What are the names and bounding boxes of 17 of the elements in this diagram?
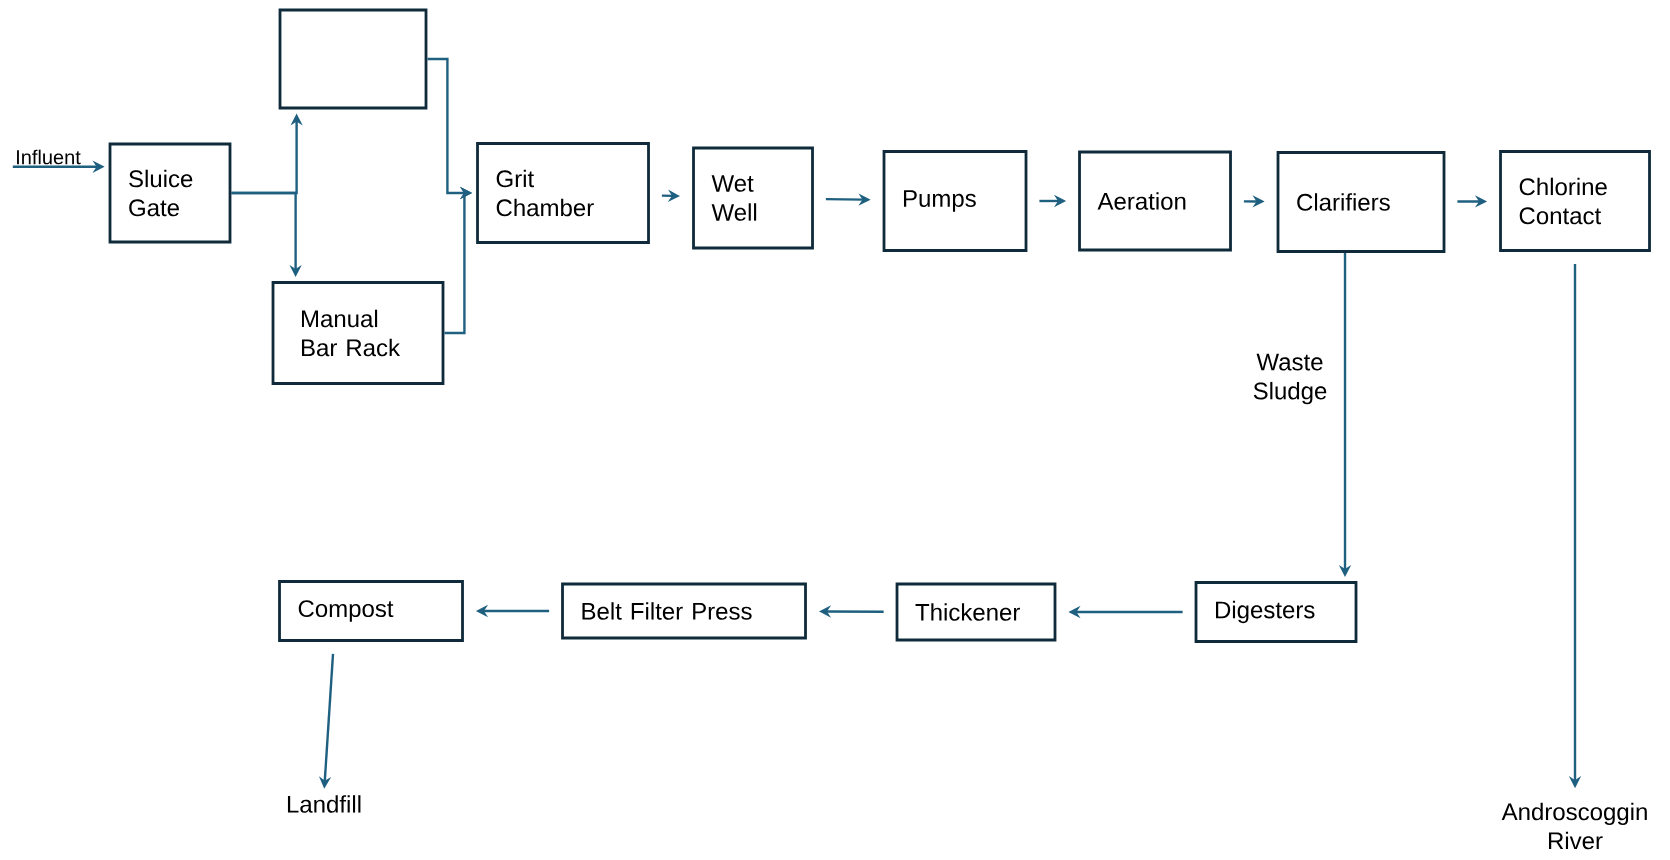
process-box [278,8,428,110]
process-box: Clarifiers [1276,151,1446,253]
process-box: Thickener [895,582,1057,642]
process-box: Aeration [1078,150,1232,252]
process-box: Wet Well [692,146,814,250]
process-box: Digesters [1194,581,1358,643]
process-box: Compost [278,580,464,642]
process-box: Sluice Gate [108,142,232,244]
destination-label: Androscoggin River [1501,802,1647,850]
process-box: Manual Bar Rack [271,281,445,385]
edge-label: Waste Sludge [1253,353,1327,405]
flow-label: Influent [17,149,81,165]
process-box: Grit Chamber [476,142,650,244]
process-box: Chlorine Contact [1499,150,1651,252]
destination-label: Landfill [287,795,361,813]
process-box: Pumps [882,150,1028,252]
process-box: Belt Filter Press [561,582,807,640]
